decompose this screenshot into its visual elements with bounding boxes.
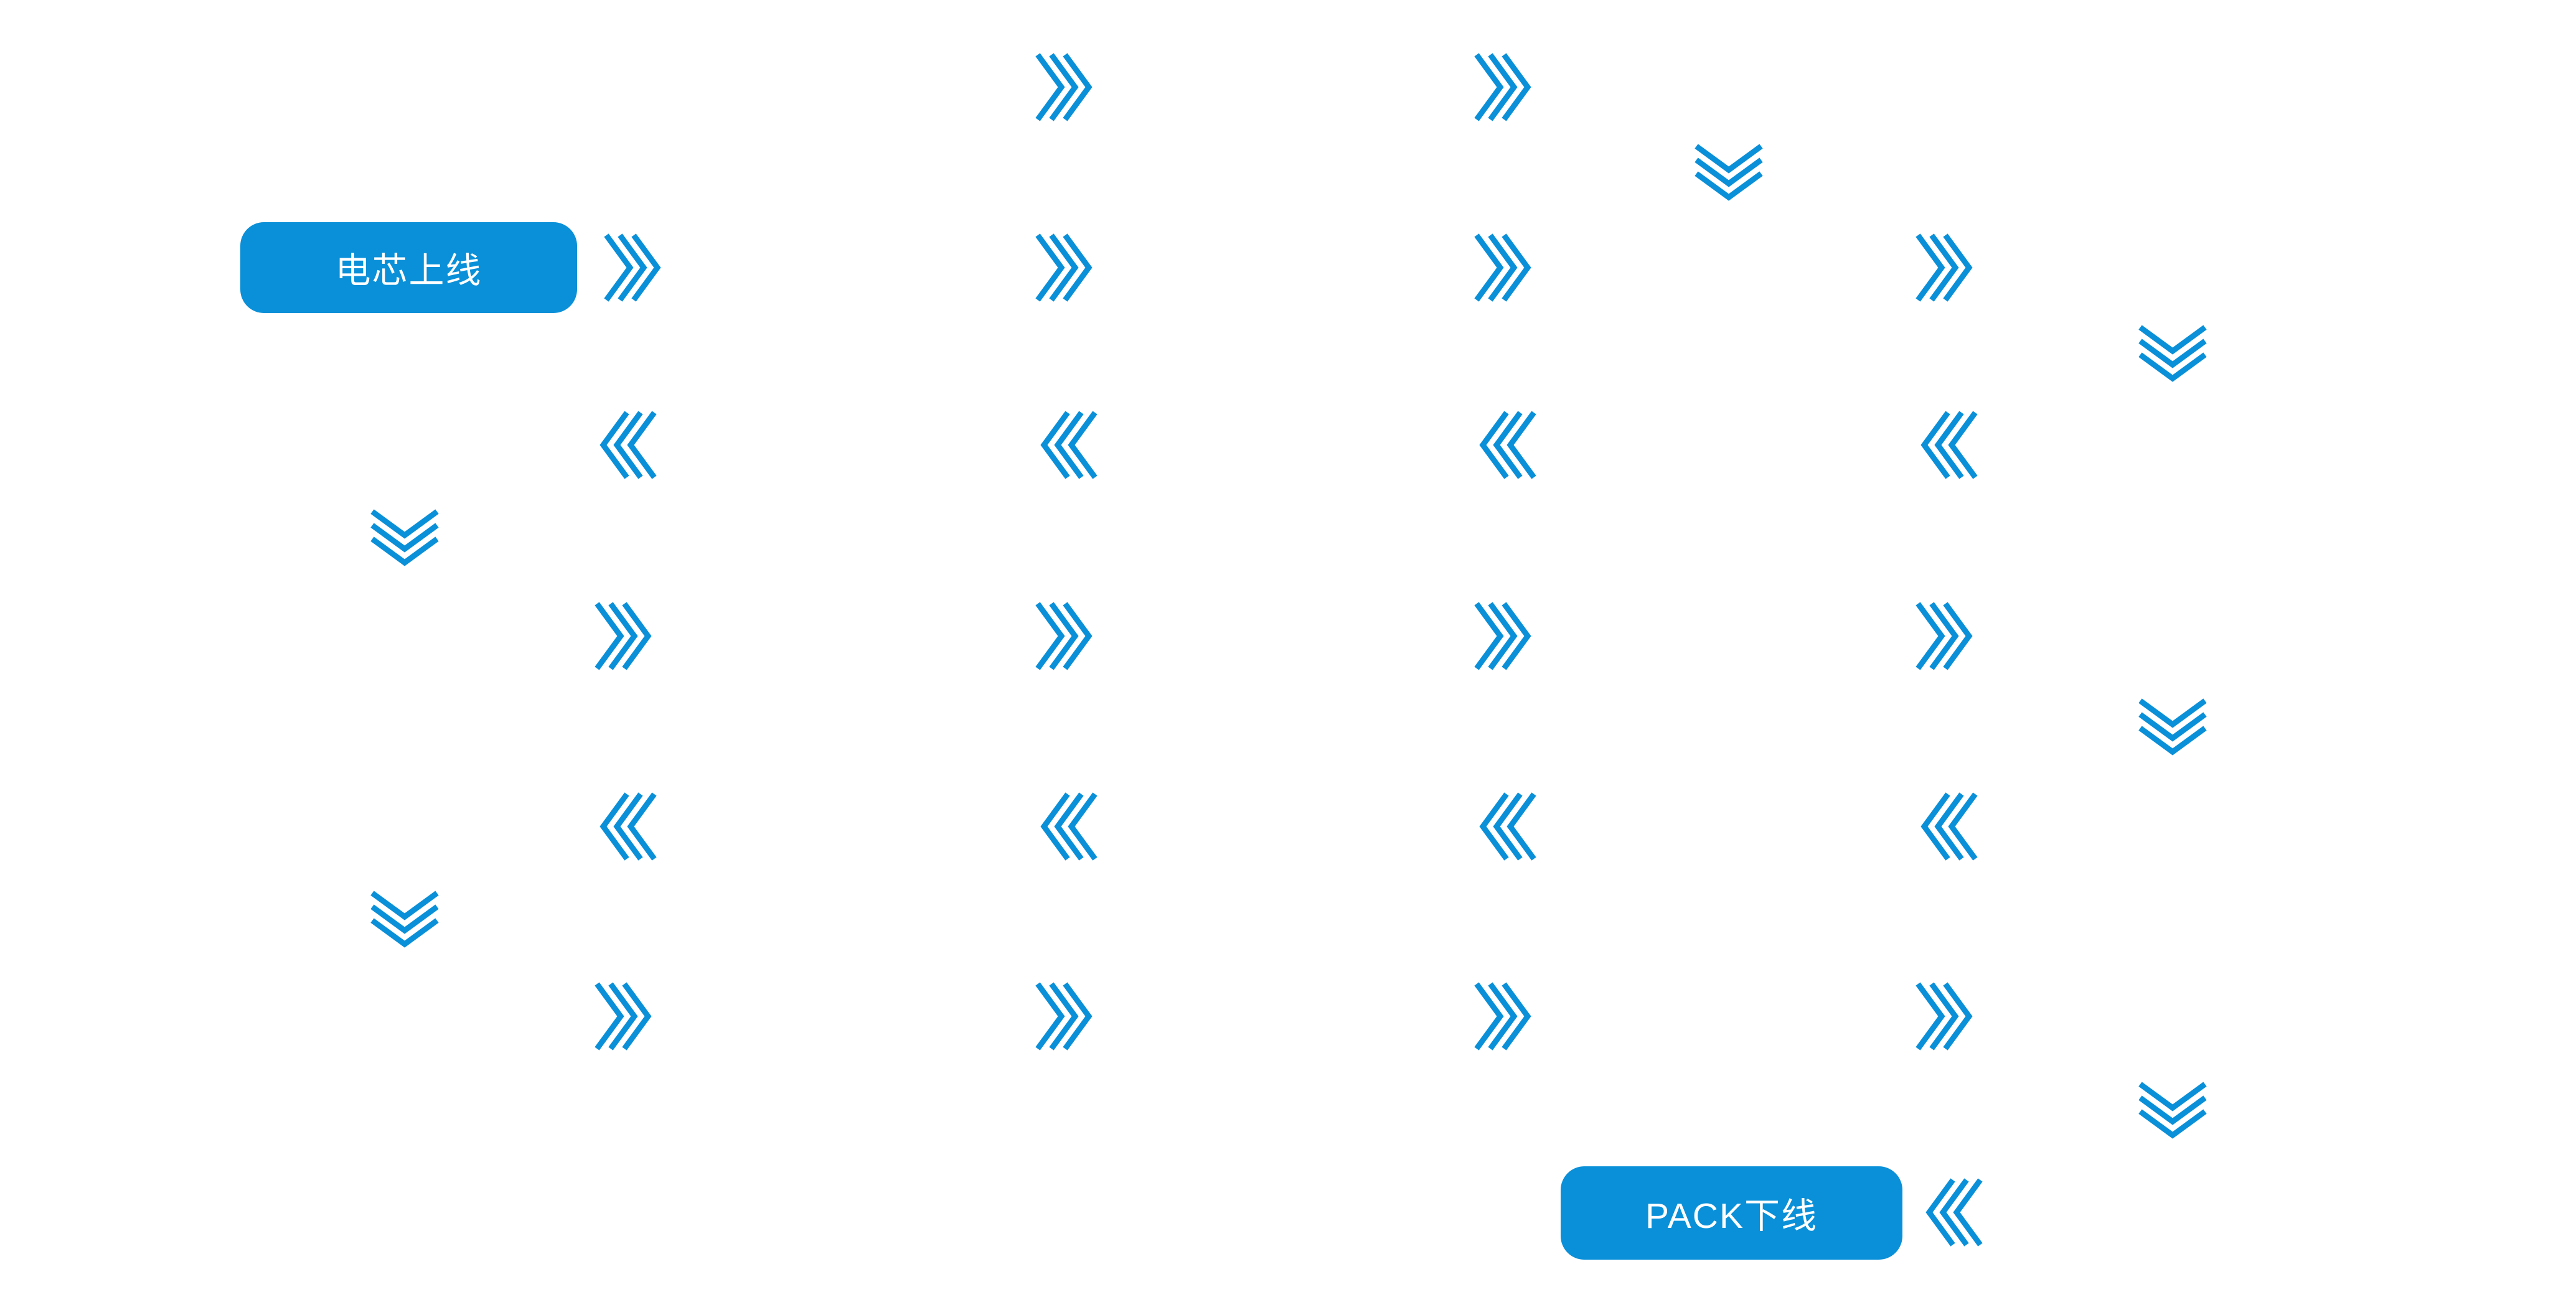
chevron-right-icon bbox=[1035, 601, 1098, 671]
chevron-left-icon bbox=[1035, 410, 1098, 480]
chevron-right-icon bbox=[1474, 981, 1536, 1051]
chevron-right-icon bbox=[1474, 601, 1536, 671]
chevron-left-icon bbox=[595, 410, 657, 480]
pack-unloading-node[interactable]: PACK下线 bbox=[1561, 1166, 1902, 1260]
chevron-right-icon bbox=[1474, 52, 1536, 122]
chevron-down-icon bbox=[2138, 325, 2207, 387]
chevron-down-icon bbox=[2138, 698, 2207, 761]
cell-loading-node[interactable]: 电芯上线 bbox=[240, 222, 577, 313]
chevron-left-icon bbox=[1916, 792, 1978, 861]
chevron-left-icon bbox=[1474, 792, 1536, 861]
chevron-down-icon bbox=[2138, 1082, 2207, 1144]
chevron-down-icon bbox=[370, 891, 440, 953]
chevron-left-icon bbox=[1916, 410, 1978, 480]
chevron-down-icon bbox=[370, 509, 440, 571]
chevron-right-icon bbox=[595, 981, 657, 1051]
chevron-right-icon bbox=[604, 233, 666, 302]
chevron-right-icon bbox=[1035, 233, 1098, 302]
chevron-down-icon bbox=[1694, 144, 1764, 206]
chevron-left-icon bbox=[1474, 410, 1536, 480]
chevron-right-icon bbox=[1035, 981, 1098, 1051]
chevron-right-icon bbox=[1474, 233, 1536, 302]
chevron-right-icon bbox=[1916, 601, 1978, 671]
chevron-left-icon bbox=[1920, 1178, 1983, 1247]
chevron-left-icon bbox=[595, 792, 657, 861]
chevron-right-icon bbox=[595, 601, 657, 671]
chevron-right-icon bbox=[1035, 52, 1098, 122]
chevron-left-icon bbox=[1035, 792, 1098, 861]
chevron-right-icon bbox=[1916, 233, 1978, 302]
chevron-right-icon bbox=[1916, 981, 1978, 1051]
